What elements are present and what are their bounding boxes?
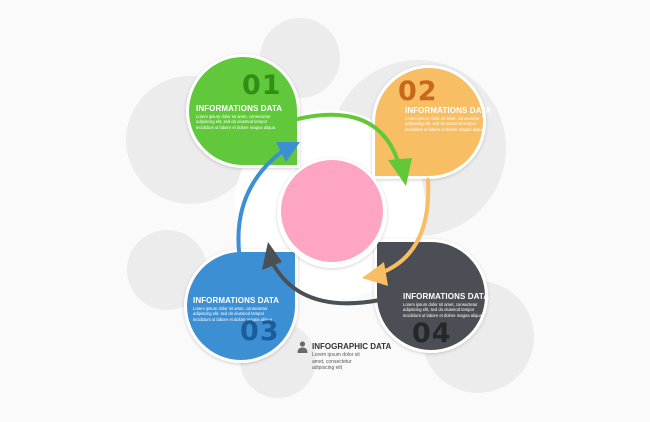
step-number-04: 04	[412, 318, 452, 349]
step-bubble-01	[186, 53, 300, 168]
arrow-orange	[376, 178, 431, 276]
arrow-blue-head	[276, 142, 300, 162]
arrow-dark	[270, 260, 382, 306]
step-title-03: INFORMATIONS DATA	[193, 296, 280, 305]
step-title-02: INFORMATIONS DATA	[405, 106, 492, 115]
step-text-04: Lorem ipsum dolor sit amet, consectetur …	[403, 302, 482, 318]
caption-title: INFOGRAPHIC DATA	[312, 342, 392, 351]
step-bubble-02	[372, 65, 486, 179]
step-number-03: 03	[240, 316, 280, 347]
step-title-04: INFORMATIONS DATA	[403, 292, 490, 301]
step-bubble-03	[184, 249, 298, 363]
center-circle	[277, 158, 387, 268]
person-icon	[297, 341, 308, 353]
arrow-blue	[236, 148, 286, 262]
caption-text: Lorem ipsum dolor sit amet, consectetur …	[312, 352, 360, 371]
step-title-01: INFORMATIONS DATA	[196, 104, 283, 113]
arrow-green-head	[388, 158, 412, 186]
step-number-02: 02	[398, 76, 438, 107]
cycle-arrows	[236, 112, 431, 306]
step-text-01: Lorem ipsum dolor sit amet, consectetur …	[196, 114, 275, 130]
arrow-green	[284, 112, 402, 170]
step-text-02: Lorem ipsum dolor sit amet, consectetur …	[405, 116, 484, 132]
step-text-03: Lorem ipsum dolor sit amet, consectetur …	[193, 306, 272, 322]
arrow-orange-head	[362, 262, 388, 286]
step-bubble-04	[374, 239, 488, 353]
arrow-dark-head	[262, 242, 282, 270]
step-number-01: 01	[242, 70, 282, 101]
